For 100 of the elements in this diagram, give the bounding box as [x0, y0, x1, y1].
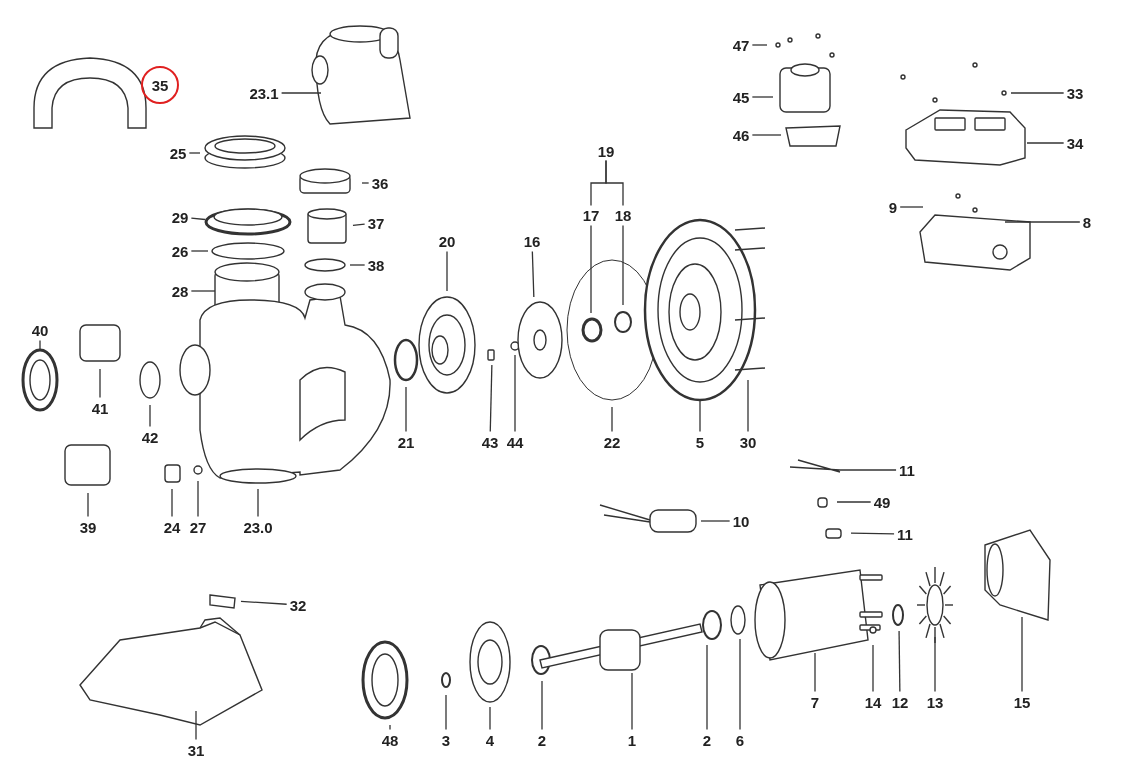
callout-number: 27	[188, 518, 208, 536]
leader-line	[445, 694, 447, 731]
callout-number: 39	[78, 518, 98, 536]
leader-line	[489, 364, 493, 433]
leader-line	[898, 630, 901, 693]
callout-number: 11	[896, 525, 914, 543]
callout-number: 15	[1012, 693, 1032, 711]
leader-line	[631, 672, 633, 731]
callout-number: 17	[581, 206, 601, 224]
callout-number: 43	[480, 433, 500, 451]
callout-number: 21	[396, 433, 416, 451]
callout-number: 44	[505, 433, 525, 451]
callout-number: 29	[170, 208, 190, 226]
leader-line	[531, 250, 535, 298]
callout-number: 3	[440, 731, 452, 749]
callout-number: 25	[168, 144, 188, 162]
leader-line	[1021, 616, 1023, 693]
leader-line	[839, 469, 897, 471]
leader-line	[257, 488, 259, 518]
leader-line	[622, 224, 624, 306]
callout-number: 14	[863, 693, 883, 711]
callout-number: 9	[887, 198, 899, 216]
leader-line	[605, 159, 624, 207]
callout-number: 42	[140, 428, 160, 446]
callout-number: 7	[809, 693, 821, 711]
leader-line	[389, 724, 391, 731]
callout-number: 16	[522, 232, 542, 250]
leader-line	[934, 636, 936, 693]
callout-number: 23.1	[248, 84, 280, 102]
leader-line	[361, 182, 370, 184]
callout-number: 37	[366, 214, 386, 232]
callout-number: 46	[731, 126, 751, 144]
leader-line	[240, 600, 288, 605]
callout-number: 47	[731, 36, 751, 54]
leader-line	[87, 492, 89, 518]
callout-number: 40	[30, 321, 50, 339]
callout-number: 31	[186, 741, 206, 759]
leader-line	[611, 406, 613, 433]
leader-line	[149, 404, 151, 428]
leader-line	[190, 250, 209, 252]
callout-number: 28	[170, 282, 190, 300]
leader-line	[195, 710, 197, 741]
leader-line	[197, 480, 199, 518]
callout-number: 13	[925, 693, 945, 711]
leader-line	[352, 223, 366, 227]
leader-line	[541, 680, 543, 731]
leader-line	[836, 501, 872, 503]
leader-line	[349, 264, 366, 266]
callout-number: 18	[613, 206, 633, 224]
leader-line	[706, 644, 708, 731]
callout-number: 11	[898, 461, 916, 479]
circled-callout-number: 35	[141, 66, 179, 104]
leader-line	[590, 224, 592, 314]
callout-number: 32	[288, 596, 308, 614]
callout-number: 49	[872, 493, 892, 511]
callout-number: 36	[370, 174, 390, 192]
leader-line	[190, 290, 216, 292]
callout-number: 2	[536, 731, 548, 749]
leader-line	[1010, 92, 1065, 94]
callout-number: 33	[1065, 84, 1085, 102]
callout-number: 19	[596, 142, 616, 160]
leader-line	[699, 399, 701, 433]
leader-line	[751, 96, 774, 98]
leader-line	[99, 368, 101, 399]
callout-number: 38	[366, 256, 386, 274]
callout-number: 1	[626, 731, 638, 749]
leader-line	[700, 520, 731, 522]
callout-number: 6	[734, 731, 746, 749]
leader-line	[514, 354, 516, 433]
callout-number: 24	[162, 518, 182, 536]
callout-number: 34	[1065, 134, 1085, 152]
callout-number: 23.0	[242, 518, 274, 536]
leader-line	[814, 652, 816, 693]
leader-line	[446, 250, 448, 292]
leader-line	[872, 644, 874, 693]
callout-number: 2	[701, 731, 713, 749]
leader-line	[850, 532, 895, 535]
leader-line	[751, 44, 768, 46]
callout-number: 8	[1081, 213, 1093, 231]
leader-line	[739, 638, 741, 731]
callout-number: 26	[170, 242, 190, 260]
leader-line	[171, 488, 173, 518]
leader-line	[751, 134, 782, 136]
callout-number: 20	[437, 232, 457, 250]
leader-line	[39, 339, 41, 352]
leader-line	[280, 92, 322, 94]
leader-line	[405, 386, 407, 433]
callout-number: 12	[890, 693, 910, 711]
leader-line	[489, 706, 491, 731]
callout-number: 48	[380, 731, 400, 749]
leader-line	[1026, 142, 1065, 144]
leader-line	[188, 152, 201, 154]
leader-line	[899, 206, 924, 208]
callout-number: 30	[738, 433, 758, 451]
leader-line	[747, 379, 749, 433]
callout-number: 41	[90, 399, 110, 417]
callout-number: 5	[694, 433, 706, 451]
leader-line	[190, 217, 206, 221]
callout-number: 22	[602, 433, 622, 451]
leader-line	[1004, 221, 1081, 223]
